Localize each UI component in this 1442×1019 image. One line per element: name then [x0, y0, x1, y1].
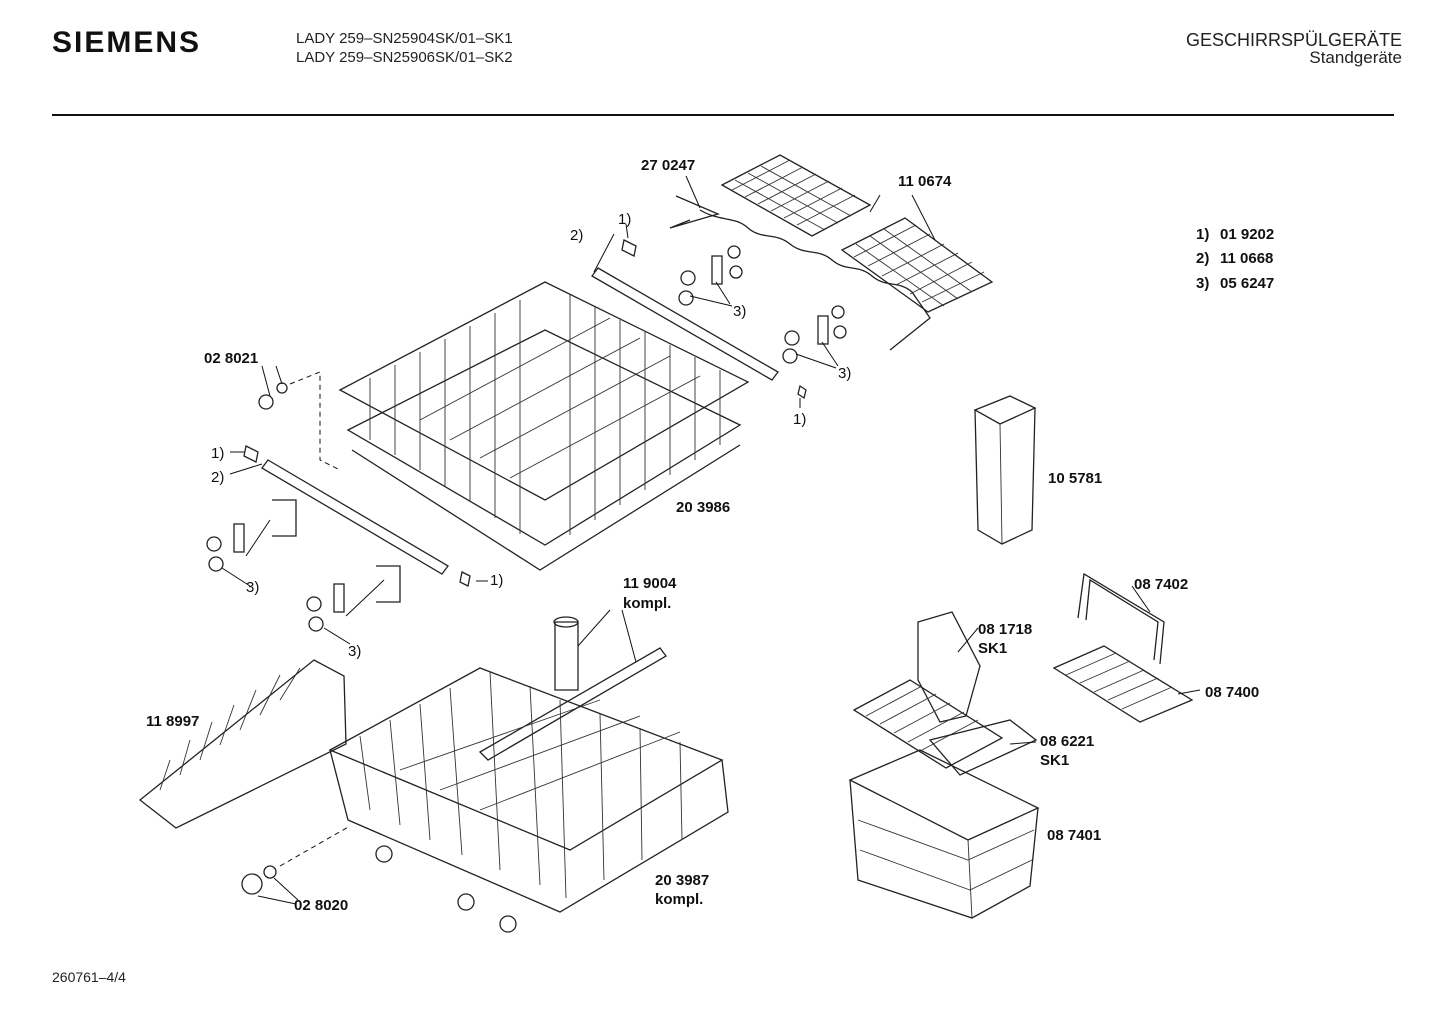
- label-11-9004-kompl: kompl.: [623, 595, 671, 612]
- callout-2-left: 2): [211, 469, 224, 486]
- callout-1-right: 1): [793, 411, 806, 428]
- label-08-7400: 08 7400: [1205, 684, 1259, 701]
- legend-key-2: 2): [1196, 250, 1209, 267]
- label-27-0247: 27 0247: [641, 157, 695, 174]
- model-line-1: LADY 259–SN25904SK/01–SK1: [296, 30, 513, 47]
- basket-insert-drawing: [928, 719, 1038, 776]
- legend-key-1: 1): [1196, 226, 1209, 243]
- basket-lid-drawing: [1052, 645, 1194, 723]
- left-rail-drawing: [206, 382, 471, 632]
- label-08-6221: 08 6221: [1040, 733, 1094, 750]
- callout-1-top: 1): [618, 211, 631, 228]
- label-08-1718-sk1: SK1: [978, 640, 1007, 657]
- legend: 1) 01 9202 2) 11 0668 3) 05 6247: [1196, 226, 1274, 292]
- spray-arm-drawing: [478, 616, 667, 761]
- label-02-8021: 02 8021: [204, 350, 258, 367]
- label-11-0674: 11 0674: [898, 173, 952, 190]
- label-08-6221-sk1: SK1: [1040, 752, 1069, 769]
- label-20-3987-kompl: kompl.: [655, 891, 703, 908]
- callout-1-left: 1): [211, 445, 224, 462]
- category-subtitle: Standgeräte: [1309, 48, 1402, 67]
- legend-key-3: 3): [1196, 275, 1209, 292]
- callout-2-top: 2): [570, 227, 583, 244]
- basket-with-handle-drawing: [852, 611, 1004, 769]
- cutlery-basket-drawing: [848, 749, 1040, 919]
- category-title: GESCHIRRSPÜLGERÄTE: [1185, 30, 1402, 50]
- upper-rail-drawing: [591, 239, 779, 381]
- callout-3-top: 3): [733, 303, 746, 320]
- legend-part-2: 11 0668: [1220, 250, 1273, 267]
- label-11-8997: 11 8997: [146, 713, 199, 730]
- footer-code: 260761–4/4: [52, 969, 126, 985]
- label-10-5781: 10 5781: [1048, 470, 1102, 487]
- label-08-1718: 08 1718: [978, 621, 1032, 638]
- plate-rack-insert-drawing: [138, 659, 347, 829]
- callout-1-mid: 1): [490, 572, 503, 589]
- callout-3-right: 3): [838, 365, 851, 382]
- lower-basket-drawing: [328, 667, 729, 933]
- basket-handle-drawing: [1077, 572, 1165, 665]
- roller-drawing: [241, 865, 277, 895]
- callout-3-left: 3): [246, 579, 259, 596]
- tall-cutlery-basket-drawing: [973, 395, 1037, 545]
- wire-spring-drawing: [669, 195, 931, 351]
- header-divider: [52, 114, 1394, 116]
- upper-basket-drawing: [338, 281, 750, 571]
- legend-part-1: 01 9202: [1220, 226, 1274, 243]
- legend-part-3: 05 6247: [1220, 275, 1274, 292]
- label-11-9004: 11 9004: [623, 575, 677, 592]
- brand-logo: SIEMENS: [52, 26, 202, 59]
- label-08-7402: 08 7402: [1134, 576, 1188, 593]
- label-08-7401: 08 7401: [1047, 827, 1101, 844]
- model-line-2: LADY 259–SN25906SK/01–SK2: [296, 49, 513, 66]
- label-02-8020: 02 8020: [294, 897, 348, 914]
- cup-rack-insert-drawing: [720, 154, 994, 313]
- label-20-3987: 20 3987: [655, 872, 709, 889]
- callout-3-mid: 3): [348, 643, 361, 660]
- label-20-3986: 20 3986: [676, 499, 730, 516]
